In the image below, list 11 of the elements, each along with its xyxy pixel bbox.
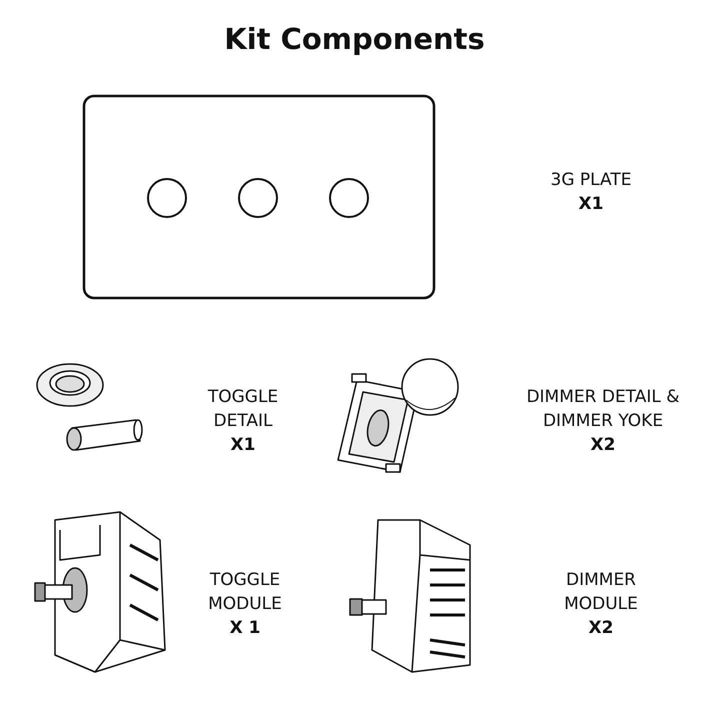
part-name: TOGGLE MODULE (207, 569, 283, 616)
part-name: TOGGLE DETAIL (206, 386, 280, 433)
part-name: 3G PLATE (550, 169, 632, 192)
quantity-label: X1 (578, 193, 604, 216)
part-name: DIMMER MODULE (563, 569, 639, 616)
quantity-label: X2 (590, 434, 616, 457)
title: Kit Components (223, 22, 486, 56)
quantity-label: X2 (588, 617, 614, 640)
quantity-label: X1 (230, 434, 256, 457)
quantity-label: X 1 (228, 617, 262, 640)
part-name: DIMMER DETAIL & DIMMER YOKE (525, 386, 681, 433)
